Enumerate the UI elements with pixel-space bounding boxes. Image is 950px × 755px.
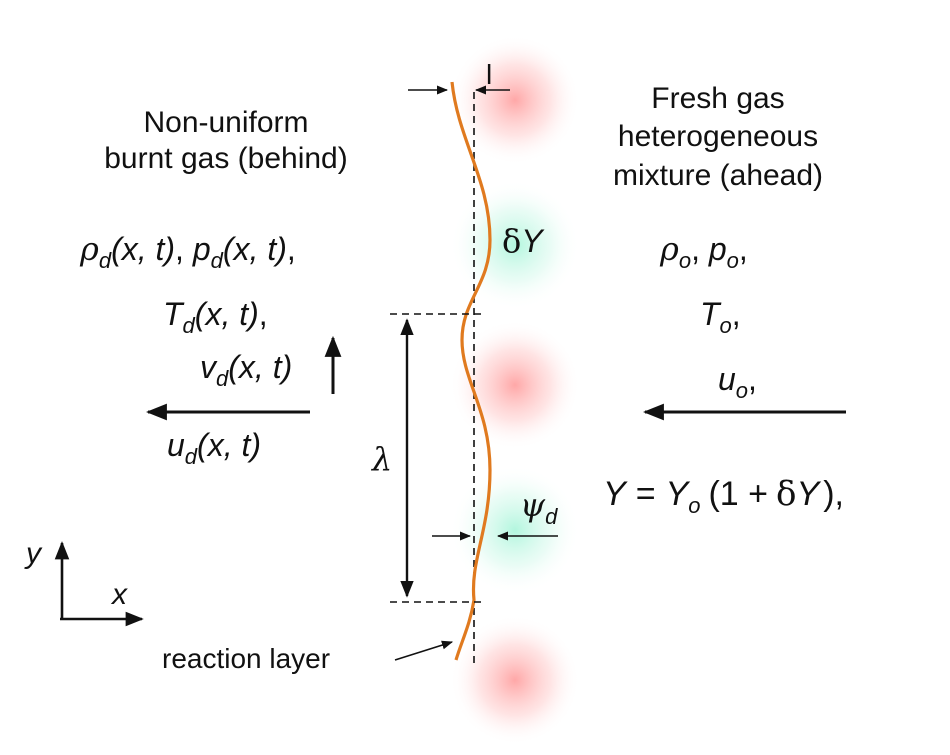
right-rho-p-equation: ρo, po, (659, 230, 748, 273)
reaction-layer-label: reaction layer (162, 643, 330, 674)
lean-blob-lower (450, 465, 580, 595)
left-v-equation: vd(x, t) (200, 349, 292, 391)
rich-blob-top (450, 35, 580, 165)
rich-blob-middle (450, 320, 580, 450)
right-title-line3: mixture (ahead) (613, 159, 823, 192)
left-title-line2: burnt gas (behind) (104, 142, 348, 175)
rich-blob-bottom (450, 615, 580, 745)
right-u-equation: uo, (718, 361, 757, 403)
right-T-equation: To, (700, 296, 741, 338)
mixture-fraction-equation: Y=Yo(1 +δY), (603, 474, 844, 518)
right-title-line1: Fresh gas (651, 82, 784, 115)
left-u-equation: ud(x, t) (167, 427, 261, 469)
wavelength-label: λ (370, 440, 392, 478)
right-title-line2: heterogeneous (618, 120, 818, 153)
x-axis-label: x (110, 578, 128, 611)
amplitude-label: ψd (520, 486, 558, 529)
reaction-front-curve (450, 81, 492, 661)
reaction-layer-pointer (394, 640, 454, 661)
left-title-line1: Non-uniform (143, 106, 308, 139)
y-axis-label: y (24, 537, 43, 570)
left-T-equation: Td(x, t), (163, 296, 268, 338)
deltaY-label: δY (502, 222, 545, 260)
left-rho-p-equation: ρd(x, t), pd(x, t), (79, 230, 296, 273)
thickness-label: l (486, 59, 492, 90)
